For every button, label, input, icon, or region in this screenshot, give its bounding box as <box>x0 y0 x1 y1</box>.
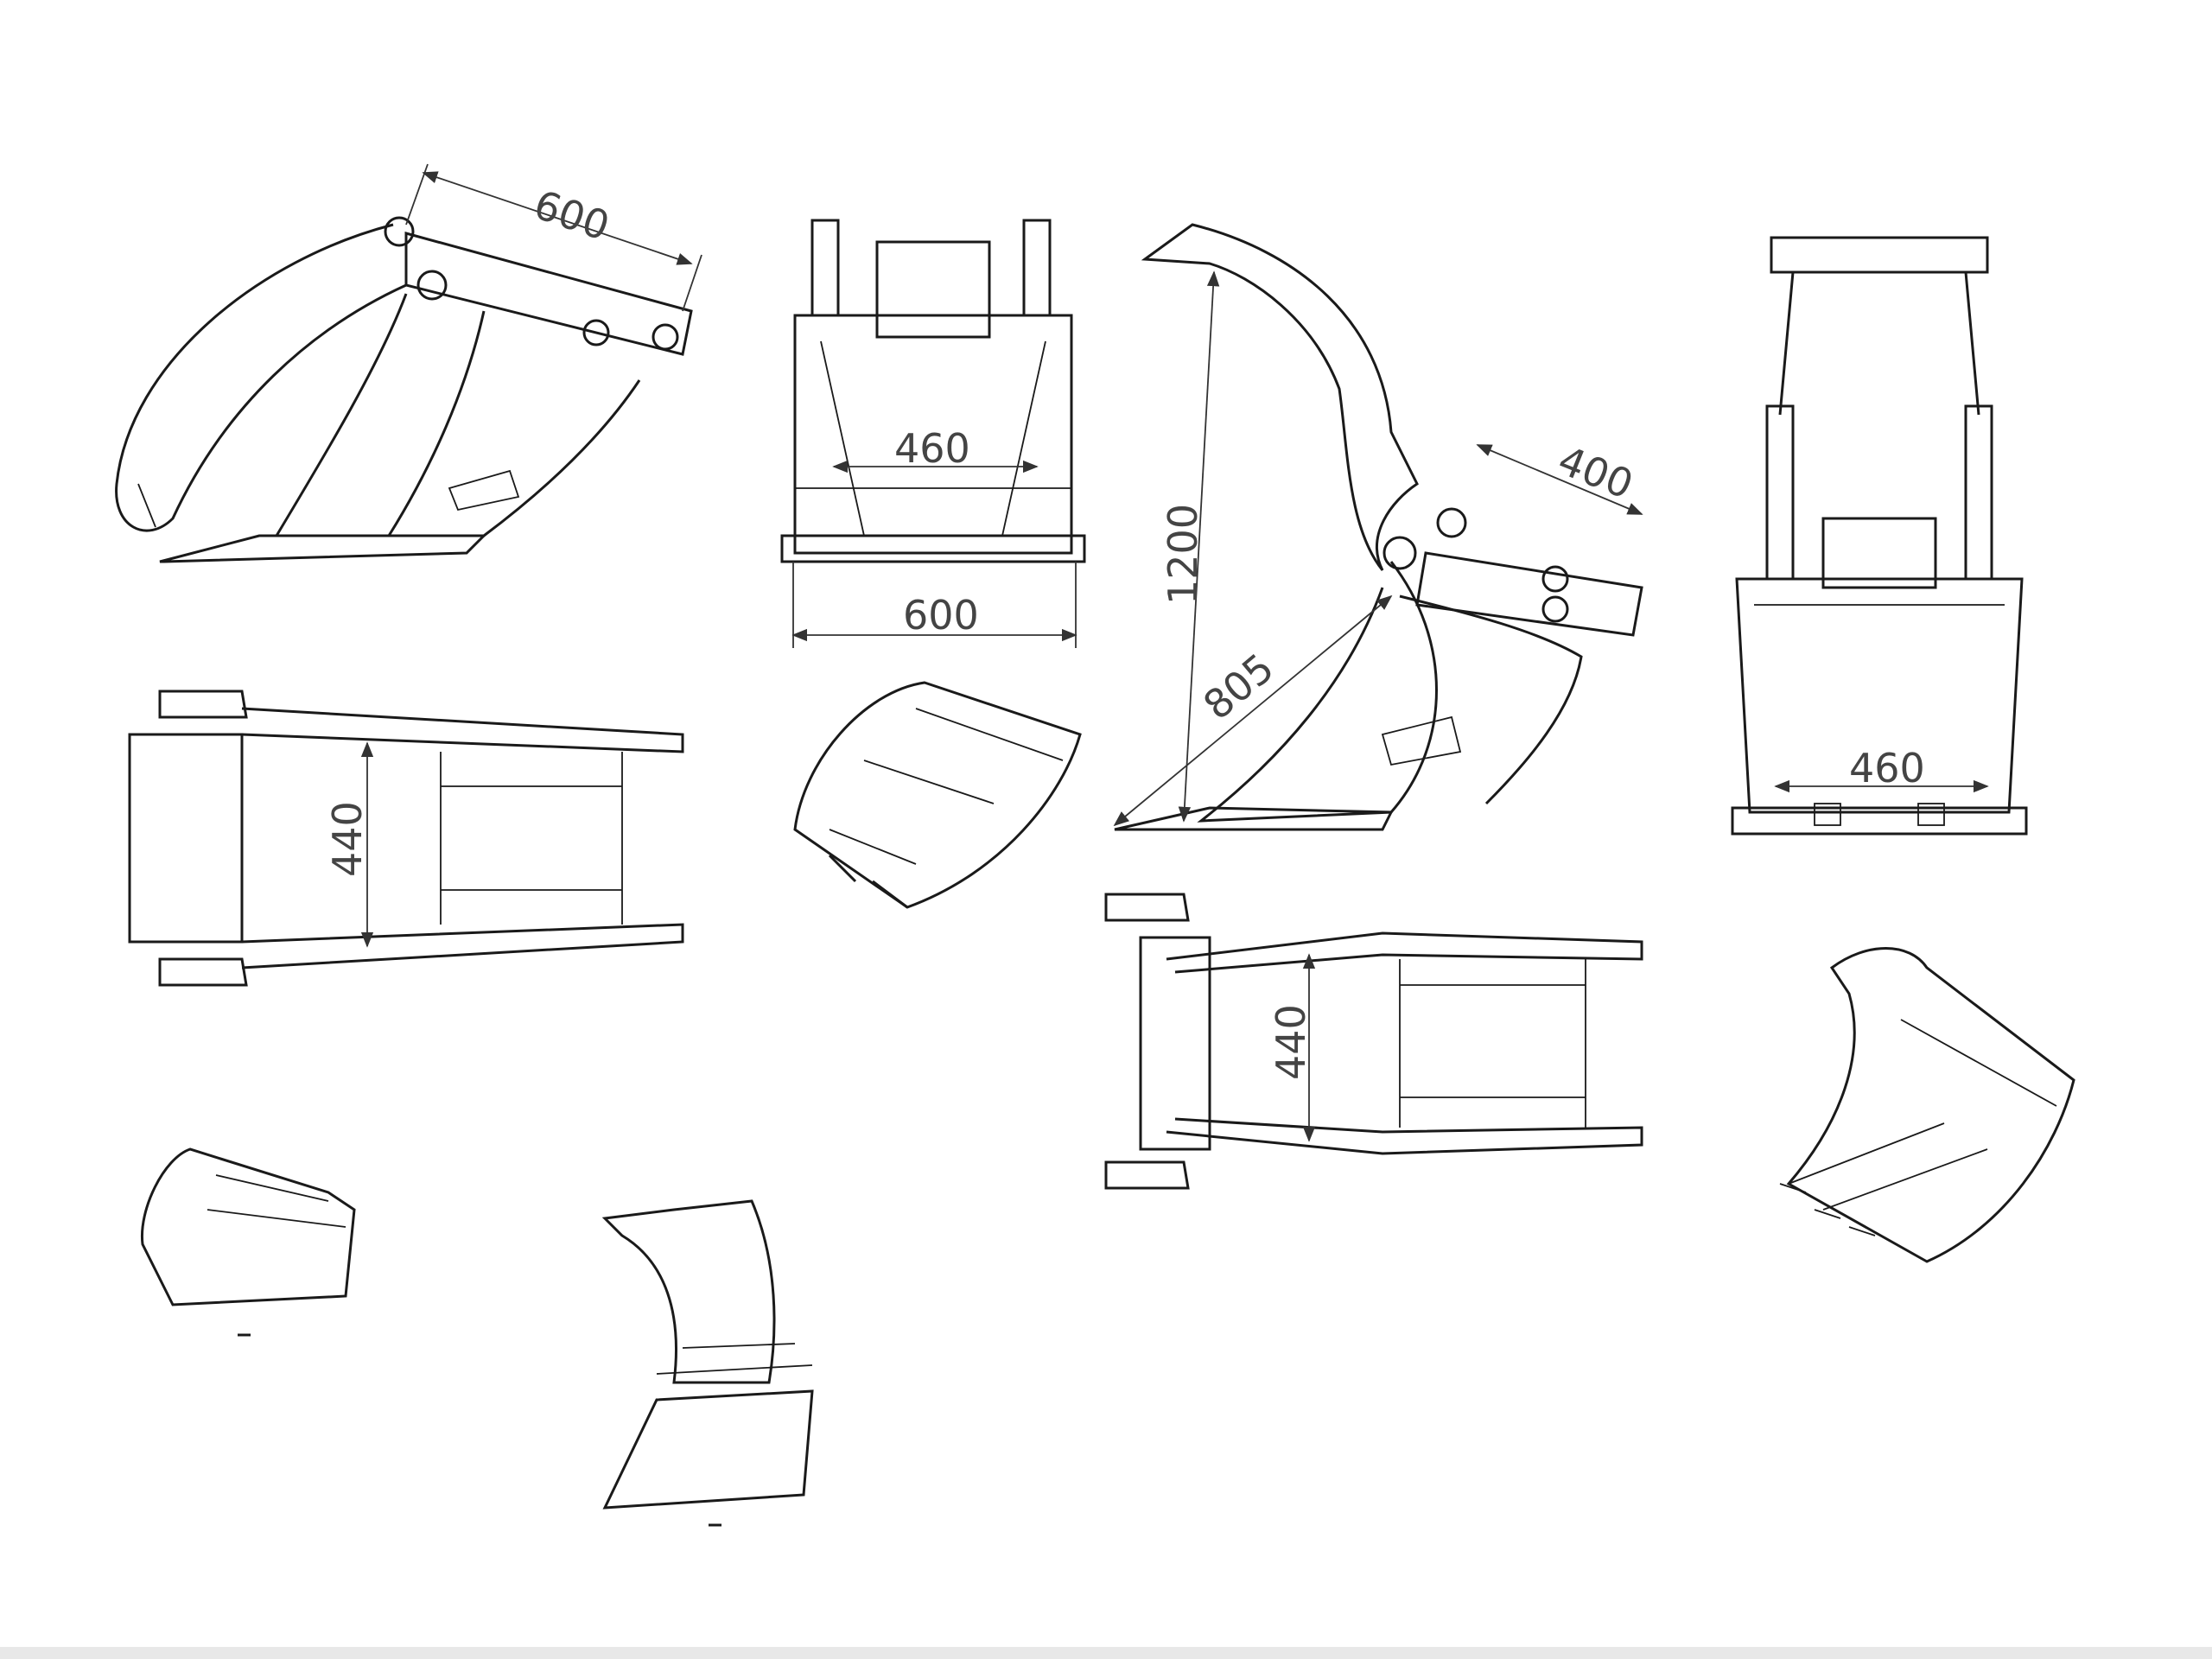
dimension-label: 440 <box>324 801 371 877</box>
dimension-label: 600 <box>528 181 615 250</box>
dimension-large-1200: 1200 <box>1160 270 1220 823</box>
dimension-side-600: 600 <box>405 163 702 312</box>
grapple-front-view-large <box>1731 236 2028 836</box>
dimension-large-805: 805 <box>1113 594 1393 827</box>
grapple-top-view-left <box>128 690 684 987</box>
dimension-large-front-460: 460 <box>1774 745 1989 793</box>
dimension-label: 400 <box>1552 436 1640 508</box>
dimension-label: 460 <box>894 425 970 472</box>
dimension-large-400: 400 <box>1476 436 1643 515</box>
grapple-isometric-small-center <box>601 1199 814 1527</box>
dimension-front-600: 600 <box>791 562 1077 648</box>
grapple-isometric-small-left <box>140 1147 356 1337</box>
grapple-isometric-center <box>793 681 1082 909</box>
dimension-label: 805 <box>1194 645 1282 729</box>
dimension-label: 600 <box>903 592 979 639</box>
scan-edge <box>0 1647 2212 1659</box>
grapple-side-view-small <box>115 216 693 563</box>
grapple-front-view <box>780 219 1086 563</box>
dimension-label: 440 <box>1268 1004 1314 1080</box>
grapple-top-view-right <box>1104 893 1643 1190</box>
dimension-top-right-440: 440 <box>1268 953 1316 1142</box>
dimension-label: 1200 <box>1160 504 1206 605</box>
dimension-label: 460 <box>1849 745 1925 791</box>
grapple-isometric-right <box>1779 947 2075 1263</box>
dimension-top-left-440: 440 <box>324 741 374 948</box>
dimension-front-460: 460 <box>832 425 1039 474</box>
